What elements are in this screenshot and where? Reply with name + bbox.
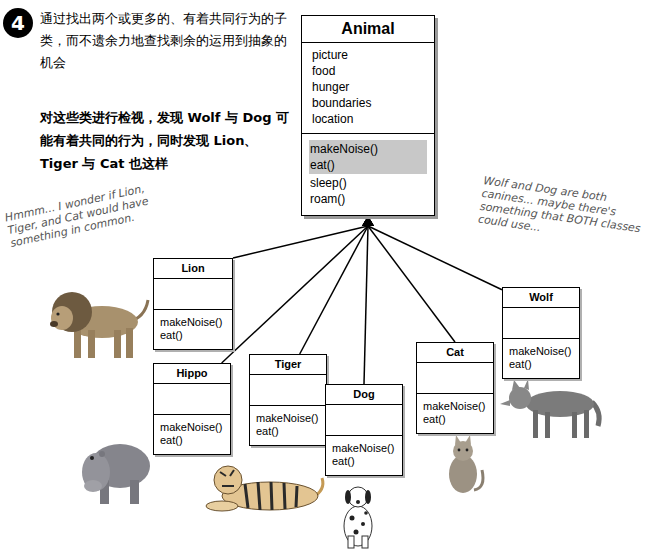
method-text: eat() bbox=[160, 329, 226, 342]
inheritance-line bbox=[222, 226, 368, 363]
method-section: makeNoise()eat()sleep()roam() bbox=[302, 134, 434, 215]
inheritance-line bbox=[368, 226, 502, 290]
method-text: eat() bbox=[256, 425, 320, 438]
handwritten-note: Wolf and Dog are both canines... maybe t… bbox=[477, 174, 659, 250]
class-name-section: Animal bbox=[302, 16, 434, 43]
method-section: makeNoise()eat() bbox=[154, 415, 230, 454]
emphasis-paragraph: 对这些类进行检视，发现 Wolf 与 Dog 可能有着共同的行为，同时发现 Li… bbox=[40, 106, 294, 175]
method-text: makeNoise() bbox=[256, 412, 320, 425]
attribute-text: boundaries bbox=[312, 95, 424, 111]
method-text: makeNoise() bbox=[332, 442, 396, 455]
highlight-band: makeNoise()eat() bbox=[309, 140, 427, 174]
method-section: makeNoise()eat() bbox=[417, 394, 493, 433]
attribute-text: picture bbox=[312, 47, 424, 63]
class-name-section: Lion bbox=[154, 259, 232, 279]
method-section: makeNoise()eat() bbox=[326, 436, 402, 475]
subclass-box: Cat makeNoise()eat() bbox=[416, 342, 494, 434]
attribute-section bbox=[503, 308, 579, 339]
class-name: Lion bbox=[160, 262, 226, 275]
intro-paragraph: 通过找出两个或更多的、有着共同行为的子类，而不遗余力地查找剩余的运用到抽象的机会 bbox=[40, 8, 294, 74]
method-text: makeNoise() bbox=[423, 400, 487, 413]
method-section: makeNoise()eat() bbox=[503, 339, 579, 378]
class-name-section: Hippo bbox=[154, 364, 230, 384]
class-name: Animal bbox=[310, 19, 426, 38]
method-section: makeNoise()eat() bbox=[154, 310, 232, 349]
method-text: eat() bbox=[423, 413, 487, 426]
attribute-text: hunger bbox=[312, 79, 424, 95]
class-name: Dog bbox=[332, 388, 396, 401]
class-name-section: Cat bbox=[417, 343, 493, 363]
cat-illustration bbox=[449, 435, 483, 493]
inheritance-line bbox=[300, 226, 368, 354]
dog-illustration bbox=[344, 487, 372, 548]
wolf-illustration bbox=[500, 379, 599, 438]
method-text: eat() bbox=[332, 455, 396, 468]
step-number: 4 bbox=[3, 8, 33, 38]
method-text: eat() bbox=[310, 157, 426, 173]
subclass-box: Hippo makeNoise()eat() bbox=[153, 363, 231, 455]
lion-illustration bbox=[50, 292, 148, 358]
hippo-illustration bbox=[82, 444, 150, 504]
attribute-section: picturefoodhungerboundarieslocation bbox=[302, 43, 434, 134]
attribute-text: food bbox=[312, 63, 424, 79]
inheritance-line bbox=[233, 226, 368, 258]
superclass-box: Animal picturefoodhungerboundarieslocatio… bbox=[301, 15, 435, 216]
method-text: eat() bbox=[509, 358, 573, 371]
attribute-section bbox=[417, 363, 493, 394]
method-text: roam() bbox=[310, 191, 426, 207]
class-name-section: Tiger bbox=[250, 355, 326, 375]
attribute-section bbox=[154, 279, 232, 310]
method-text: makeNoise() bbox=[509, 345, 573, 358]
method-text: sleep() bbox=[310, 175, 426, 191]
handwritten-note: Hmmm... I wonder if Lion, Tiger, and Cat… bbox=[4, 177, 174, 250]
class-name: Cat bbox=[423, 346, 487, 359]
class-name: Tiger bbox=[256, 358, 320, 371]
inheritance-line bbox=[368, 226, 455, 342]
attribute-section bbox=[250, 375, 326, 406]
class-name: Hippo bbox=[160, 367, 224, 380]
subclass-box: Dog makeNoise()eat() bbox=[325, 384, 403, 476]
tiger-illustration bbox=[206, 466, 323, 511]
class-name-section: Wolf bbox=[503, 288, 579, 308]
class-name: Wolf bbox=[509, 291, 573, 304]
method-text: eat() bbox=[160, 434, 224, 447]
class-name-section: Dog bbox=[326, 385, 402, 405]
attribute-section bbox=[154, 384, 230, 415]
method-text: makeNoise() bbox=[160, 421, 224, 434]
method-section: makeNoise()eat() bbox=[250, 406, 326, 445]
method-text: makeNoise() bbox=[310, 141, 426, 157]
subclass-box: Tiger makeNoise()eat() bbox=[249, 354, 327, 446]
subclass-box: Wolf makeNoise()eat() bbox=[502, 287, 580, 379]
attribute-text: location bbox=[312, 111, 424, 127]
method-text: makeNoise() bbox=[160, 316, 226, 329]
inheritance-line bbox=[364, 226, 368, 384]
attribute-section bbox=[326, 405, 402, 436]
subclass-box: Lion makeNoise()eat() bbox=[153, 258, 233, 350]
